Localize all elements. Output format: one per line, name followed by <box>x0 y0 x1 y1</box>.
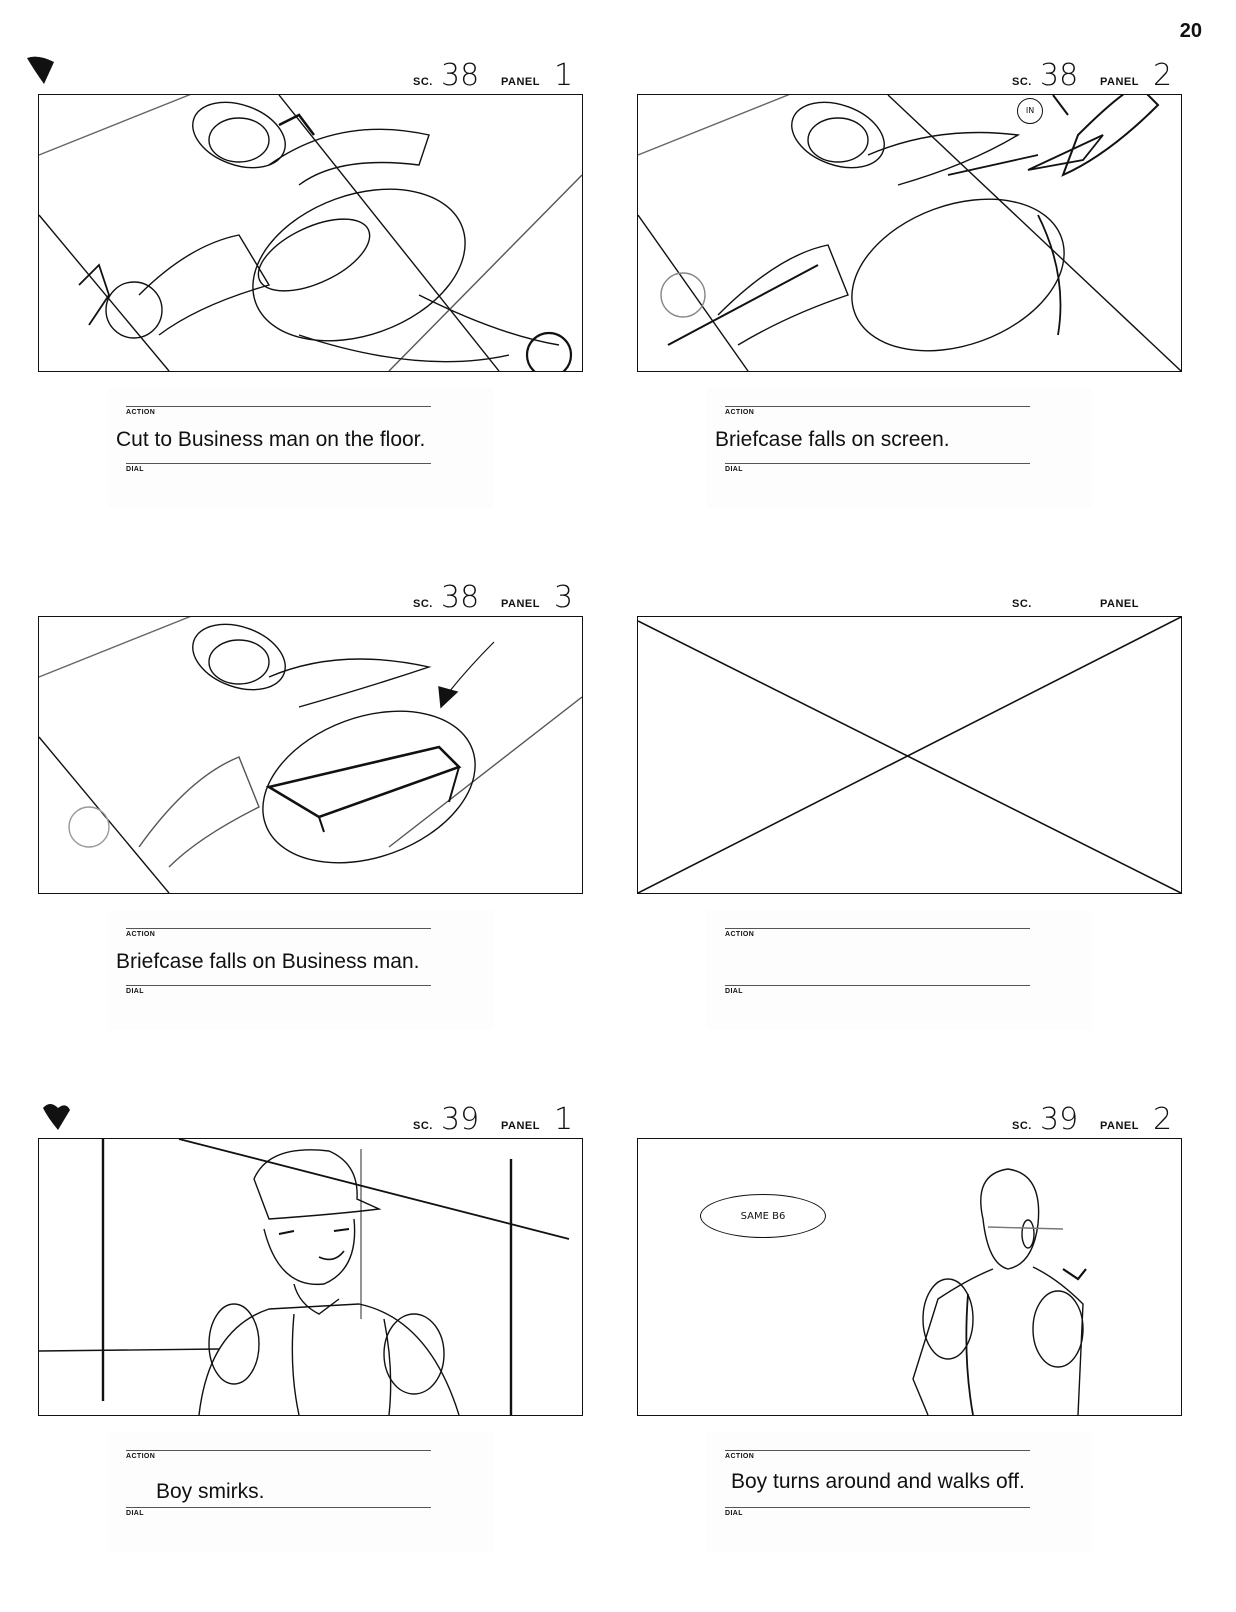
sketch-frame <box>637 94 1182 372</box>
panel-notes: ACTION Boy smirks. DIAL <box>108 1432 493 1552</box>
panel-header: SC. 39 PANEL 2 <box>637 1102 1182 1138</box>
scene-label: SC. <box>413 76 433 88</box>
panel-header: SC. 38 PANEL 3 <box>38 580 583 616</box>
panel-label: PANEL <box>501 1120 540 1132</box>
scene-label: SC. <box>1012 1120 1032 1132</box>
panel-notes: ACTION Briefcase falls on screen. DIAL <box>707 388 1092 508</box>
storyboard-panel-empty: SC. PANEL ACTION DIAL <box>637 580 1182 1090</box>
note-text: IN <box>1025 106 1035 115</box>
panel-number: 1 <box>554 1102 574 1137</box>
dialogue-label: DIAL <box>725 466 743 473</box>
scene-start-marker-icon <box>27 56 54 84</box>
panel-number: 1 <box>554 58 574 93</box>
panel-header: SC. 38 PANEL 1 <box>38 58 583 94</box>
panel-label: PANEL <box>501 598 540 610</box>
panel-notes: ACTION DIAL <box>707 910 1092 1030</box>
crossed-out-frame <box>638 617 1181 893</box>
note-text: SAME B6 <box>740 1210 786 1222</box>
sketch-frame <box>38 1138 583 1416</box>
panel-label: PANEL <box>501 76 540 88</box>
panel-label: PANEL <box>1100 76 1139 88</box>
panel-header: SC. 38 PANEL 2 <box>637 58 1182 94</box>
dialogue-label: DIAL <box>126 466 144 473</box>
storyboard-panel-38-2: SC. 38 PANEL 2 IN ACTION Briefcase fal <box>637 58 1182 568</box>
action-label: ACTION <box>126 409 156 416</box>
scene-label: SC. <box>413 598 433 610</box>
storyboard-panel-39-1: SC. 39 PANEL 1 ACTION Boy smirks. DIAL <box>38 1102 583 1612</box>
dialogue-label: DIAL <box>725 988 743 995</box>
action-label: ACTION <box>725 1453 755 1460</box>
panel-number: 2 <box>1153 58 1173 93</box>
action-text: Boy turns around and walks off. <box>731 1470 1025 1493</box>
scene-number: 38 <box>1040 58 1079 93</box>
action-label: ACTION <box>725 931 755 938</box>
action-text: Boy smirks. <box>156 1480 265 1503</box>
panel-header: SC. PANEL <box>637 580 1182 616</box>
scene-label: SC. <box>1012 76 1032 88</box>
scene-label: SC. <box>413 1120 433 1132</box>
action-text: Briefcase falls on Business man. <box>116 950 420 973</box>
sketch-frame <box>637 616 1182 894</box>
action-text: Cut to Business man on the floor. <box>116 428 426 451</box>
dialogue-label: DIAL <box>725 1510 743 1517</box>
sketch-frame <box>38 94 583 372</box>
sketch-briefcase-falling <box>638 95 1181 371</box>
action-text: Briefcase falls on screen. <box>715 428 950 451</box>
action-label: ACTION <box>126 931 156 938</box>
margin-note-in: IN <box>1017 98 1043 124</box>
scene-label: SC. <box>1012 598 1032 610</box>
sketch-frame: SAME B6 <box>637 1138 1182 1416</box>
panel-header: SC. 39 PANEL 1 <box>38 1102 583 1138</box>
panel-label: PANEL <box>1100 598 1139 610</box>
storyboard-panel-38-1: SC. 38 PANEL 1 ACTION Cut to Business ma… <box>38 58 583 568</box>
margin-note-same-b6: SAME B6 <box>700 1194 826 1238</box>
sketch-boy-smirking <box>39 1139 570 1415</box>
sketch-businessman-on-floor <box>39 95 582 371</box>
sketch-frame <box>38 616 583 894</box>
page-number: 20 <box>1179 20 1202 42</box>
panel-notes: ACTION Boy turns around and walks off. D… <box>707 1432 1092 1552</box>
storyboard-panel-38-3: SC. 38 PANEL 3 ACTION Briefcase falls on… <box>38 580 583 1090</box>
dialogue-label: DIAL <box>126 988 144 995</box>
panel-label: PANEL <box>1100 1120 1139 1132</box>
action-label: ACTION <box>126 1453 156 1460</box>
action-label: ACTION <box>725 409 755 416</box>
scene-number: 38 <box>441 580 480 615</box>
sketch-briefcase-lands <box>39 617 582 893</box>
scene-number: 38 <box>441 58 480 93</box>
panel-notes: ACTION Cut to Business man on the floor.… <box>108 388 493 508</box>
dialogue-label: DIAL <box>126 1510 144 1517</box>
panel-number: 2 <box>1153 1102 1173 1137</box>
scene-number: 39 <box>441 1102 480 1137</box>
panel-number: 3 <box>554 580 574 615</box>
storyboard-panel-39-2: SC. 39 PANEL 2 SAME B6 ACTION Boy turns … <box>637 1102 1182 1612</box>
panel-notes: ACTION Briefcase falls on Business man. … <box>108 910 493 1030</box>
sketch-boy-walking-off <box>912 1168 1087 1415</box>
scene-number: 39 <box>1040 1102 1079 1137</box>
scene-start-marker-icon <box>43 1104 70 1130</box>
